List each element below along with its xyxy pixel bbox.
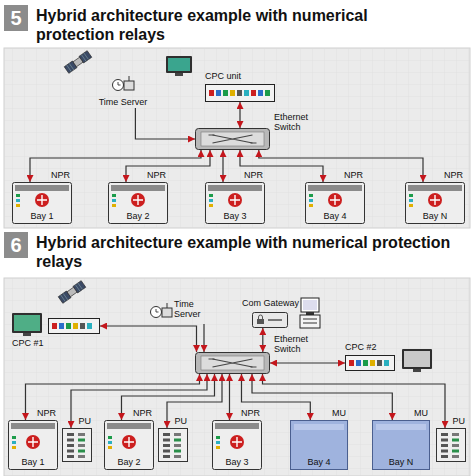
bay-label: Bay 2 (126, 212, 149, 222)
cpc-unit: CPC unit (205, 84, 275, 102)
monitor-icon (12, 313, 42, 336)
pu-shape (436, 428, 466, 462)
figure-number: 6 (4, 232, 28, 258)
node-label: NPR (444, 171, 463, 181)
gw-shape (252, 312, 288, 328)
protection-relay: NPRBay 3 (212, 420, 262, 470)
bay-label: Bay 3 (223, 212, 246, 222)
node-label: Time Server (174, 300, 210, 320)
time-server: Time Server (150, 298, 210, 324)
cpc-unit: CPC #1 (48, 318, 100, 334)
node-label: PU (452, 417, 465, 427)
connector (239, 102, 240, 128)
connector (203, 324, 204, 352)
node-label: NPR (51, 171, 70, 181)
bay-label: Bay 1 (21, 458, 44, 468)
connector (240, 150, 323, 182)
node-label: Time Server (99, 98, 148, 108)
satellite-icon (64, 51, 92, 74)
cpc-unit: CPC #2 (345, 355, 395, 371)
node-label: MU (332, 409, 346, 419)
time-server: Time Server (92, 74, 154, 108)
rack-shape (345, 355, 395, 371)
node-label: NPR (147, 171, 166, 181)
ethernet-switch: Ethernet Switch (195, 352, 270, 374)
node-label: NPR (37, 409, 56, 419)
protection-relay: NPRBay 3 (205, 182, 265, 224)
bay-label: Bay 4 (307, 458, 330, 468)
panel-grid (4, 278, 470, 476)
connector (262, 328, 263, 352)
satellite-icon (58, 281, 86, 304)
bay-label: Bay 2 (117, 458, 140, 468)
node-label: MU (414, 409, 428, 419)
panel-ground (4, 48, 470, 228)
node-label: NPR (344, 171, 363, 181)
panel-ground (4, 278, 470, 476)
connector (222, 150, 223, 182)
node-label: CPC #1 (12, 339, 44, 349)
connector (259, 150, 423, 182)
connector (229, 374, 230, 420)
process-unit: PU (158, 428, 188, 462)
node-label: Ethernet Switch (274, 335, 318, 355)
connector (26, 374, 200, 420)
node-label: CPC #2 (345, 343, 377, 353)
node-label: PU (174, 417, 187, 427)
connector (270, 362, 345, 363)
node-label: NPR (133, 409, 152, 419)
connector (252, 374, 392, 420)
rack-shape (205, 84, 275, 102)
node-label: CPC unit (205, 72, 241, 82)
process-unit: PU (62, 428, 92, 462)
pu-shape (158, 428, 188, 462)
bay-label: Bay 4 (323, 212, 346, 222)
switch-shape (195, 128, 270, 150)
merging-unit: MUBay N (372, 420, 430, 470)
bay-label: Bay N (389, 458, 414, 468)
bay-label: Bay 3 (225, 458, 248, 468)
protection-relay: NPRBay N (405, 182, 465, 224)
bay-label: Bay N (423, 212, 448, 222)
protection-relay: NPRBay 2 (108, 182, 168, 224)
connector (100, 326, 197, 352)
node-label: NPR (241, 409, 260, 419)
figure-title: Hybrid architecture example with numeric… (36, 6, 381, 44)
node-label: Ethernet Switch (274, 113, 318, 133)
connector (167, 374, 222, 428)
panel-grid (4, 48, 470, 228)
protection-relay: NPRBay 4 (305, 182, 365, 224)
connector (122, 374, 215, 420)
node-label: NPR (244, 171, 263, 181)
merging-unit: MUBay 4 (290, 420, 348, 470)
node-label: Com Gateway (242, 299, 299, 309)
figure-title: Hybrid architecture example with numeric… (36, 233, 466, 271)
figure-number: 5 (4, 5, 28, 31)
monitor-icon (166, 56, 192, 76)
connector (135, 108, 195, 139)
connector (126, 150, 210, 182)
connector (71, 374, 207, 428)
connector (263, 374, 446, 428)
pu-shape (62, 428, 92, 462)
com-gateway: Com Gateway (252, 312, 288, 328)
ethernet-switch: Ethernet Switch (195, 128, 270, 150)
rack-shape (48, 318, 100, 334)
protection-relay: NPRBay 1 (12, 182, 72, 224)
process-unit: PU (436, 428, 466, 462)
switch-shape (195, 352, 270, 374)
computer-icon (300, 298, 320, 328)
monitor-icon (402, 349, 432, 372)
node-label: PU (78, 417, 91, 427)
protection-relay: NPRBay 2 (104, 420, 154, 470)
protection-relay: NPRBay 1 (8, 420, 58, 470)
bay-label: Bay 1 (30, 212, 53, 222)
